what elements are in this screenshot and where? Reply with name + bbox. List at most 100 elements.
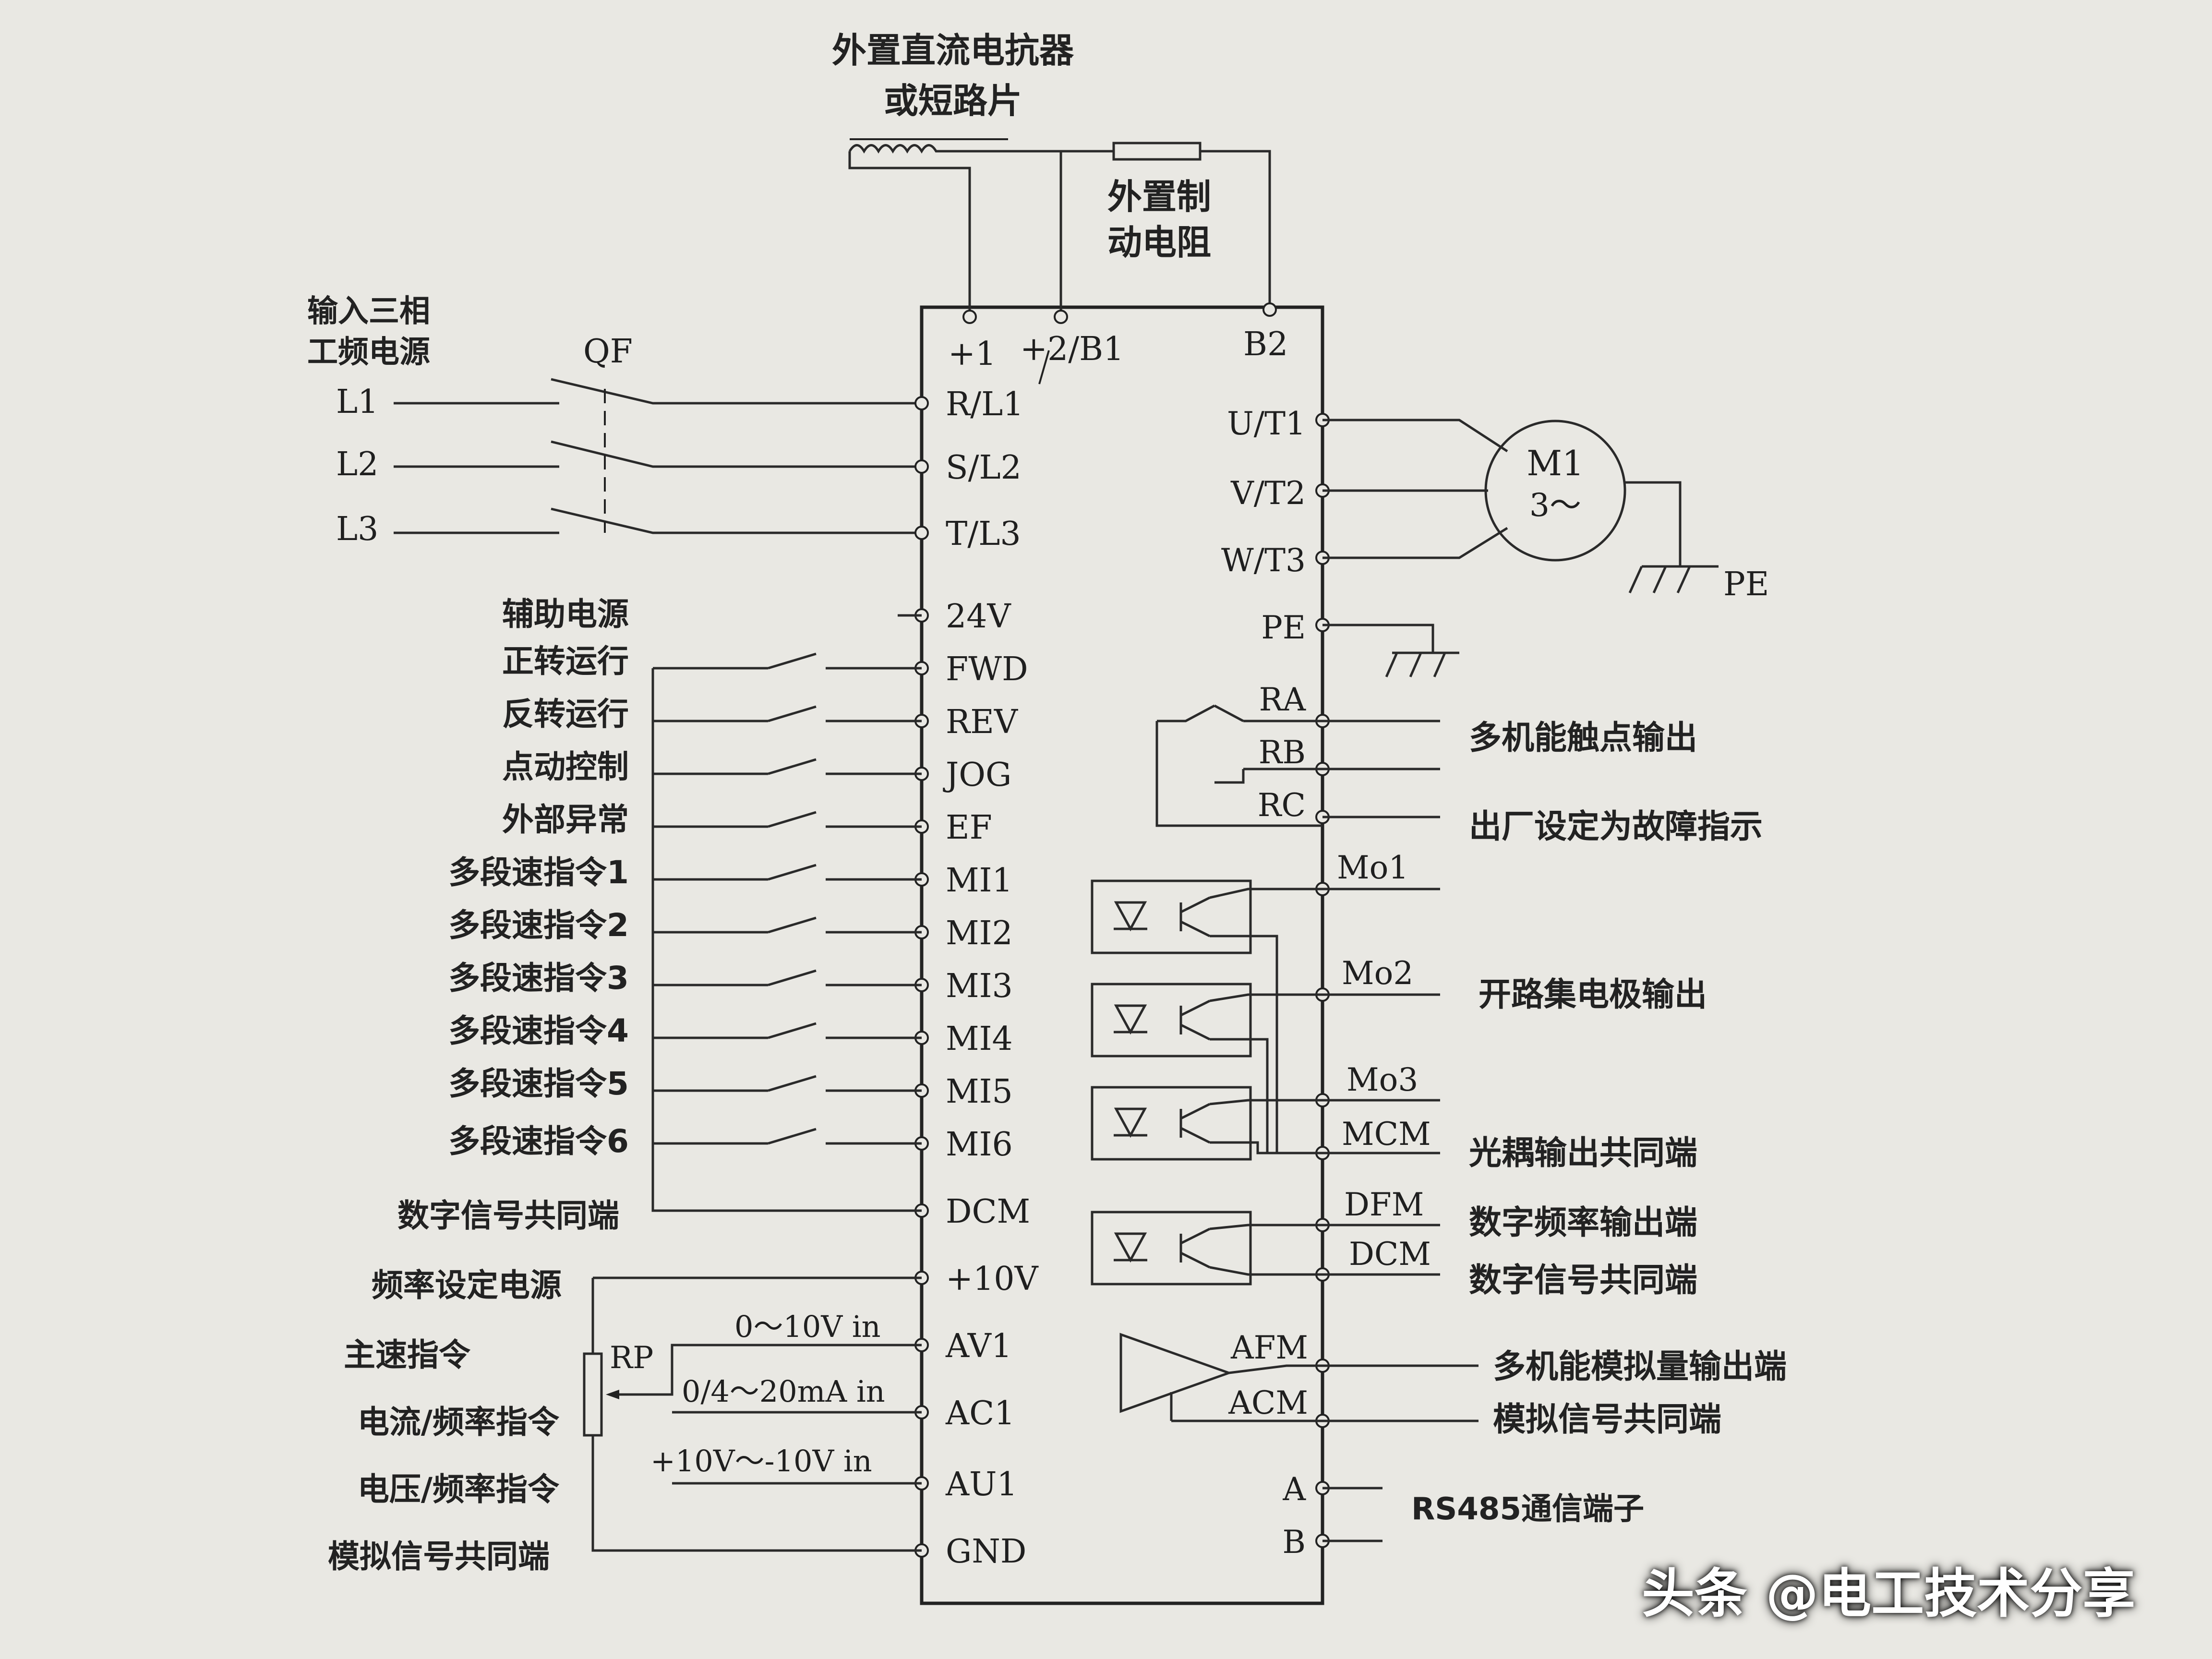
terminal-mi4: MI4 bbox=[946, 1020, 1013, 1058]
label-ef: 外部异常 bbox=[502, 801, 629, 838]
terminal-mi1: MI1 bbox=[946, 862, 1013, 900]
terminal-rs485-a: A bbox=[1282, 1471, 1306, 1508]
label-dcm-left: 数字信号共同端 bbox=[397, 1197, 619, 1234]
label-ac1: 电流/频率指令 bbox=[358, 1404, 560, 1441]
terminal-afm: AFM bbox=[1230, 1329, 1308, 1366]
terminal-av1: AV1 bbox=[945, 1327, 1012, 1365]
terminal-mo3: Mo3 bbox=[1346, 1061, 1418, 1098]
label-relay-out: 多机能触点输出 bbox=[1469, 719, 1697, 757]
terminal-10v: +10V bbox=[946, 1260, 1039, 1298]
motor-pe: PE bbox=[1723, 565, 1769, 603]
terminal-mi5: MI5 bbox=[946, 1073, 1013, 1111]
brake-resistor: 外置制 动电阻 bbox=[1061, 142, 1271, 314]
range-av1: 0～10V in bbox=[734, 1309, 881, 1344]
analog-output: 多机能模拟量输出端 模拟信号共同端 bbox=[1119, 1333, 1787, 1439]
label-digital-common: 数字信号共同端 bbox=[1469, 1262, 1697, 1299]
left-terminal-strip: R/L1 S/L2 T/L3 24V FWD REV JOG EF MI1 MI… bbox=[914, 385, 1039, 1571]
label-24v: 辅助电源 bbox=[502, 596, 629, 633]
terminal-mi3: MI3 bbox=[946, 967, 1013, 1005]
digital-input-switches bbox=[651, 652, 922, 1212]
terminal-mo1: Mo1 bbox=[1337, 849, 1408, 886]
brake-label-1: 外置制 bbox=[1107, 177, 1211, 217]
supply-title-1: 输入三相 bbox=[307, 294, 430, 329]
terminal-mi2: MI2 bbox=[946, 914, 1013, 952]
terminal-p1: +1 bbox=[948, 335, 996, 373]
breaker-qf: QF bbox=[583, 333, 633, 371]
label-freq-out: 数字频率输出端 bbox=[1469, 1204, 1697, 1242]
motor-name: M1 bbox=[1527, 443, 1584, 483]
terminal-ra: RA bbox=[1259, 681, 1307, 718]
label-relay-default: 出厂设定为故障指示 bbox=[1469, 808, 1763, 846]
optocoupler-outputs: 开路集电极输出 光耦输出共同端 数字频率输出端 数字信号共同端 bbox=[1091, 879, 1707, 1299]
terminal-t-l3: T/L3 bbox=[946, 515, 1021, 553]
terminal-ac1: AC1 bbox=[945, 1395, 1015, 1432]
label-mi6: 多段速指令6 bbox=[448, 1123, 629, 1160]
reactor-label-2: 或短路片 bbox=[884, 81, 1022, 121]
pe-ground bbox=[1322, 624, 1459, 678]
label-rs485: RS485通信端子 bbox=[1411, 1491, 1644, 1527]
terminal-rev: REV bbox=[946, 703, 1019, 741]
terminal-rb: RB bbox=[1259, 734, 1306, 771]
label-mi5: 多段速指令5 bbox=[448, 1065, 629, 1102]
dc-terminals: +1 +2/B1 B2 bbox=[948, 302, 1288, 385]
label-gnd: 模拟信号共同端 bbox=[328, 1538, 550, 1575]
terminal-jog: JOG bbox=[943, 756, 1011, 794]
phase-l1: L1 bbox=[336, 383, 378, 421]
phase-l2: L2 bbox=[336, 445, 378, 483]
right-terminal-strip: U/T1 V/T2 W/T3 PE RA RB RC Mo1 Mo2 Mo3 M… bbox=[1221, 405, 1431, 1561]
terminal-mo2: Mo2 bbox=[1342, 955, 1413, 992]
terminal-dcm-right: DCM bbox=[1349, 1236, 1431, 1273]
label-open-collector: 开路集电极输出 bbox=[1479, 976, 1707, 1014]
label-mi2: 多段速指令2 bbox=[448, 907, 629, 944]
range-ac1: 0/4～20mA in bbox=[682, 1374, 885, 1409]
range-au1: +10V～-10V in bbox=[650, 1443, 872, 1479]
inverter-body bbox=[920, 305, 1324, 1605]
pot-rp: RP bbox=[610, 1340, 653, 1376]
label-opto-common: 光耦输出共同端 bbox=[1469, 1134, 1697, 1172]
terminal-rs485-b: B bbox=[1282, 1524, 1306, 1561]
relay-output: 多机能触点输出 出厂设定为故障指示 bbox=[1155, 704, 1763, 846]
label-10v: 频率设定电源 bbox=[372, 1267, 562, 1304]
terminal-acm: ACM bbox=[1228, 1384, 1308, 1421]
terminal-au1: AU1 bbox=[945, 1466, 1018, 1503]
terminal-p2-b1: +2/B1 bbox=[1020, 330, 1124, 368]
phase-l3: L3 bbox=[336, 510, 378, 548]
terminal-w-t3: W/T3 bbox=[1221, 542, 1306, 579]
terminal-dfm: DFM bbox=[1344, 1186, 1424, 1223]
label-au1: 电压/频率指令 bbox=[358, 1471, 560, 1508]
terminal-pe: PE bbox=[1261, 609, 1306, 646]
reactor-label-1: 外置直流电抗器 bbox=[832, 30, 1074, 71]
terminal-24v: 24V bbox=[946, 598, 1012, 636]
power-supply: 输入三相 工频电源 QF L1 L2 L3 bbox=[307, 294, 922, 548]
label-fwd: 正转运行 bbox=[502, 643, 629, 680]
rs485-port: RS485通信端子 bbox=[1322, 1487, 1644, 1542]
terminal-fwd: FWD bbox=[946, 650, 1028, 688]
terminal-dcm-left: DCM bbox=[946, 1193, 1030, 1231]
terminal-mcm: MCM bbox=[1342, 1116, 1431, 1153]
supply-title-2: 工频电源 bbox=[307, 335, 430, 370]
terminal-u-t1: U/T1 bbox=[1227, 405, 1306, 442]
potentiometer-circuit: RP 0～10V in 0/4～20mA in +10V～-10V in bbox=[583, 1276, 922, 1552]
label-mi1: 多段速指令1 bbox=[448, 854, 629, 891]
terminal-s-l2: S/L2 bbox=[946, 449, 1022, 487]
terminal-mi6: MI6 bbox=[946, 1126, 1013, 1164]
label-jog: 点动控制 bbox=[502, 748, 629, 785]
label-rev: 反转运行 bbox=[502, 696, 629, 733]
label-mi3: 多段速指令3 bbox=[448, 960, 629, 997]
dc-reactor: 外置直流电抗器 或短路片 bbox=[832, 30, 1074, 314]
terminal-gnd: GND bbox=[946, 1533, 1026, 1571]
terminal-b2: B2 bbox=[1243, 325, 1288, 363]
terminal-r-l1: R/L1 bbox=[946, 385, 1024, 423]
label-av1: 主速指令 bbox=[344, 1336, 471, 1373]
label-analog-common: 模拟信号共同端 bbox=[1493, 1401, 1721, 1439]
watermark: 头条 @电工技术分享 bbox=[1642, 1563, 2136, 1624]
terminal-v-t2: V/T2 bbox=[1230, 475, 1306, 512]
label-mi4: 多段速指令4 bbox=[448, 1012, 629, 1049]
label-analog-out: 多机能模拟量输出端 bbox=[1493, 1348, 1787, 1386]
brake-label-2: 动电阻 bbox=[1107, 222, 1211, 263]
motor-m1: M1 3～ PE bbox=[1322, 419, 1769, 603]
terminal-rc: RC bbox=[1258, 787, 1306, 824]
motor-phase: 3～ bbox=[1529, 487, 1581, 524]
terminal-ef: EF bbox=[946, 809, 992, 847]
